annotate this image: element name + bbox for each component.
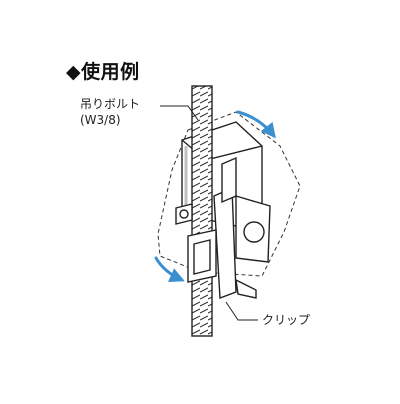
- hanging-bolt: [191, 85, 213, 337]
- rotation-arrows: [154, 110, 276, 282]
- bolt-label: 吊りボルト: [80, 97, 141, 111]
- side-screw: [175, 203, 193, 225]
- clip-label: クリップ: [262, 313, 311, 327]
- page-title: ◆使用例: [66, 61, 140, 83]
- leader-lines: [160, 105, 258, 321]
- clip: [187, 229, 217, 283]
- bolt-size-label: (W3/8): [80, 113, 121, 127]
- mounting-plate: [213, 156, 271, 299]
